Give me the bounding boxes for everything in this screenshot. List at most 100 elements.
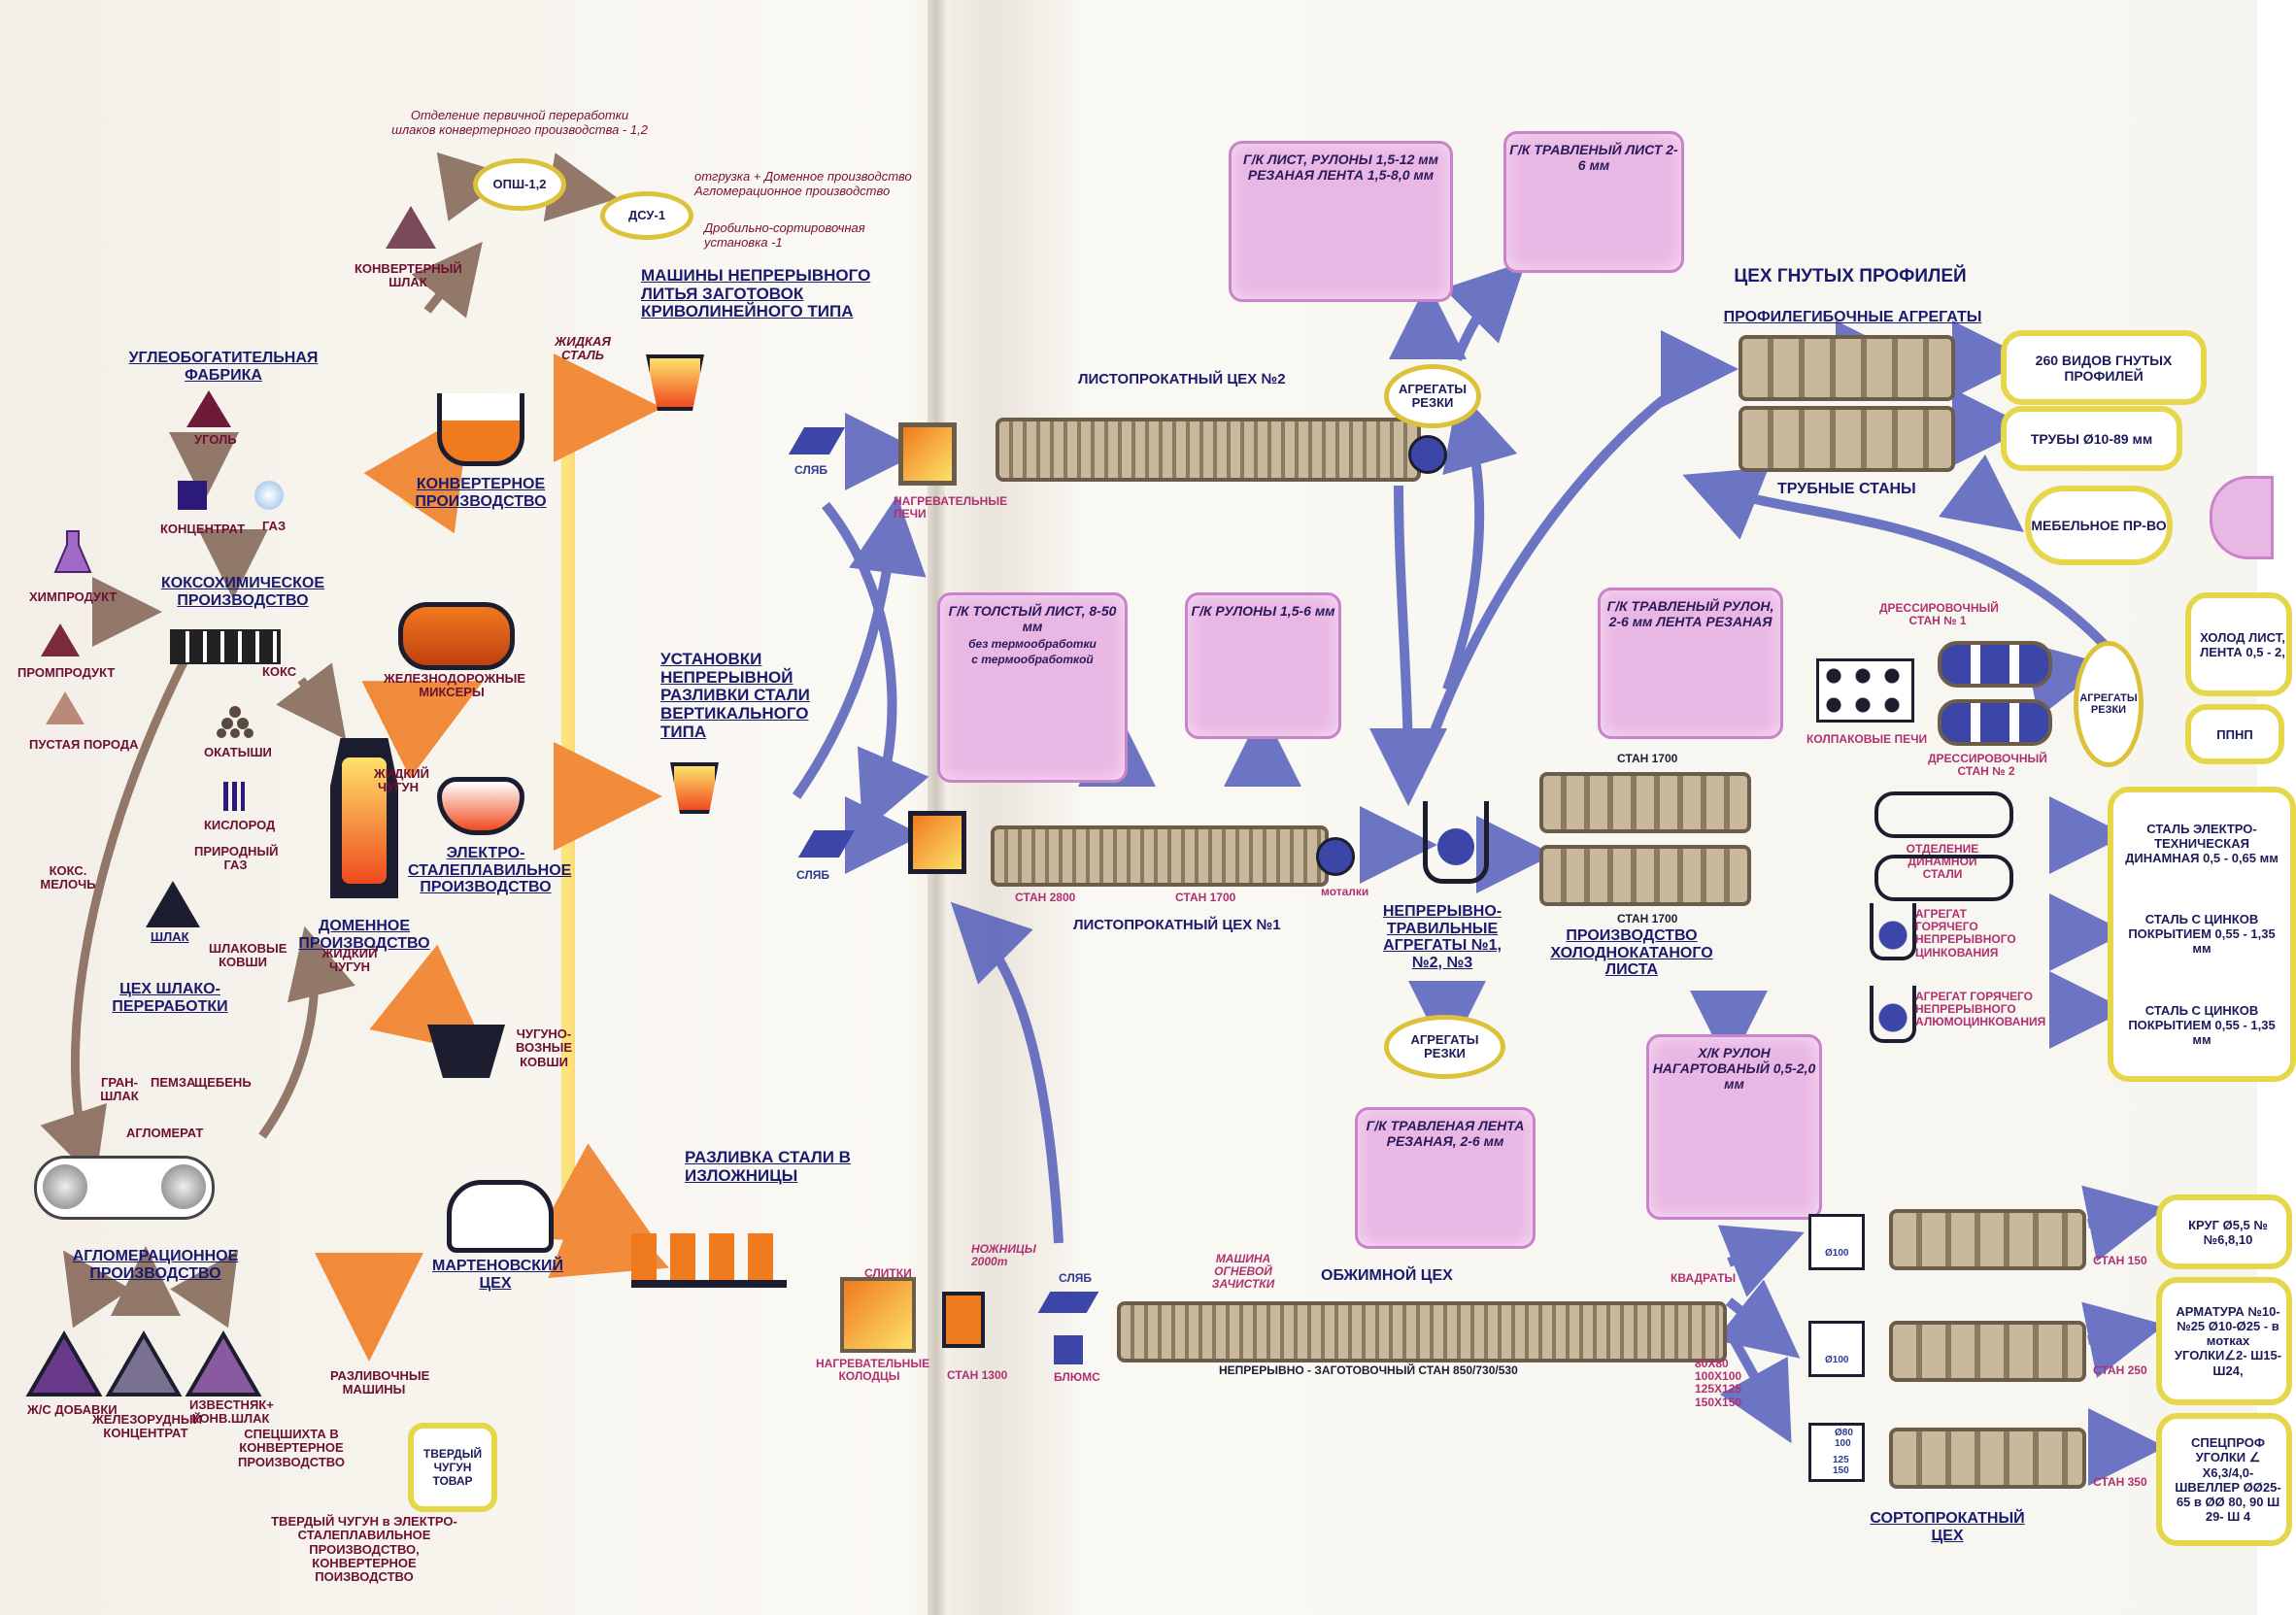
cold-mill-rolls-1 (1539, 772, 1751, 833)
mill1-rolls (991, 825, 1329, 887)
mixer-car-icon (398, 602, 515, 670)
gk-rulony-box: Г/К РУЛОНЫ 1,5-6 мм (1185, 592, 1341, 739)
zinc-tank-icon (1870, 903, 1916, 960)
stan150-label: СТАН 150 (2093, 1254, 2147, 1267)
agr-rezki3-oval: АГРЕГАТЫ РЕЗКИ (2074, 641, 2144, 767)
oxygen-icon (223, 782, 245, 811)
koncentrat-label: КОНЦЕНТРАТ (160, 522, 246, 536)
mebel-box: МЕБЕЛЬНОЕ ПР-ВО (2025, 486, 2173, 565)
tverdy-tovar-box: ТВЕРДЫЙ ЧУГУН ТОВАР (408, 1423, 497, 1512)
sortoprokat-label: СОРТОПРОКАТНЫЙ ЦЕХ (1870, 1510, 2025, 1544)
slyab2-label: СЛЯБ (1059, 1271, 1093, 1285)
aglomerat-label: АГЛОМЕРАТ (126, 1126, 204, 1140)
agr-cink-label: АГРЕГАТ ГОРЯЧЕГО НЕПРЕРЫВНОГО ЦИНКОВАНИЯ (1915, 907, 2016, 959)
dress1-icon (1938, 641, 2052, 688)
gk-travl-rulon-box: Г/К ТРАВЛЕНЫЙ РУЛОН, 2-6 мм ЛЕНТА РЕЗАНА… (1598, 588, 1783, 739)
gaz-label: ГАЗ (262, 519, 287, 533)
ppnp-box: ППНП (2185, 704, 2284, 764)
krug-box: КРУГ Ø5,5 №№6,8,10 (2156, 1194, 2292, 1269)
dress2-label: ДРЕССИРОВОЧНЫЙ СТАН № 2 (1928, 752, 2047, 779)
obzhimnoy-label: ОБЖИМНОЙ ЦЕХ (1321, 1267, 1453, 1284)
zhidky-chugun-label-2: ЖИДКИЙ ЧУГУН (321, 946, 378, 975)
stal-din-label: СТАЛЬ ЭЛЕКТРО- ТЕХНИЧЕСКАЯ ДИНАМНАЯ 0,5 … (2125, 822, 2279, 866)
ingot-molds-icon (631, 1233, 787, 1288)
liquid-steel-flows (315, 353, 669, 1362)
mill2-rolls (996, 418, 1421, 482)
mixery-label: ЖЕЛЕЗНОДОРОЖНЫЕ МИКСЕРЫ (384, 671, 526, 700)
koks-label: КОКС (262, 664, 297, 679)
agr-rezki-oval: АГРЕГАТЫ РЕЗКИ (1384, 364, 1481, 428)
scheben-label: ЩЕБЕНЬ (194, 1075, 252, 1090)
specprof-box: СПЕЦПРОФ УГОЛКИ ∠ X6,3/4,0- ШВЕЛЛЕР ØØ25… (2156, 1413, 2292, 1546)
zhidkaya-stal-label: ЖИДКАЯ СТАЛЬ (555, 334, 611, 363)
d125-label: 125 150 (1833, 1455, 1849, 1476)
stan1700a-label: СТАН 1700 (1175, 891, 1236, 904)
open-hearth-icon (447, 1180, 554, 1253)
coke-battery-icon (170, 629, 281, 664)
holodno-label: ПРОИЗВОДСТВО ХОЛОДНОКАТАНОГО ЛИСТА (1550, 927, 1713, 979)
stal-cink-label: СТАЛЬ С ЦИНКОВ ПОКРЫТИЕМ 0,55 - 1,35 мм (2128, 912, 2276, 957)
stal-products-box: СТАЛЬ ЭЛЕКТРО- ТЕХНИЧЕСКАЯ ДИНАМНАЯ 0,5 … (2108, 787, 2296, 1082)
profile-agr-label: ПРОФИЛЕГИБОЧНЫЕ АГРЕГАТЫ (1723, 309, 1982, 325)
marten-label: МАРТЕНОВСКИЙ ЦЕХ (432, 1258, 564, 1292)
izvestnyak-label: ИЗВЕСТНЯК+ КОНВ.ШЛАК (189, 1397, 274, 1427)
conv-slag-icon (386, 206, 436, 249)
truby-box: ТРУБЫ Ø10-89 мм (2001, 406, 2182, 471)
razlivka-label: РАЗЛИВКА СТАЛИ В ИЗЛОЖНИЦЫ (685, 1148, 851, 1185)
kvadraty-label: КВАДРАТЫ (1671, 1271, 1737, 1285)
ore-icon (105, 1330, 183, 1396)
neprer-travl-label: НЕПРЕРЫВНО- ТРАВИЛЬНЫЕ АГРЕГАТЫ №1, №2, … (1382, 903, 1503, 971)
neprer-zag-label: НЕПРЕРЫВНО - ЗАГОТОВОЧНЫЙ СТАН 850/730/5… (1219, 1363, 1518, 1377)
agr-alum-label: АГРЕГАТ ГОРЯЧЕГО НЕПРЕРЫВНОГО АЛЮМОЦИНКО… (1915, 990, 2046, 1029)
opsh-oval: ОПШ-1,2 (473, 158, 566, 211)
bar-icon-2: Ø100 (1808, 1321, 1865, 1377)
razmery-label: 80X80 100X100 125X125 150X150 (1695, 1357, 1742, 1409)
slitki-label: СЛИТКИ (864, 1266, 912, 1280)
shlak-kovshi-label: ШЛАКОВЫЕ КОВШИ (209, 941, 287, 970)
zs-icon (25, 1330, 103, 1396)
prirodny-label: ПРИРОДНЫЙ ГАЗ (194, 844, 279, 873)
raw-material-flows (40, 151, 619, 1329)
koks-title: КОКСОХИМИЧЕСКОЕ ПРОИЗВОДСТВО (160, 575, 325, 609)
razliv-mash-label: РАЗЛИВОЧНЫЕ МАШИНЫ (330, 1368, 430, 1397)
motalki-label: моталки (1321, 885, 1369, 898)
electric-furnace-icon (437, 777, 524, 835)
domennoe-label: ДОМЕННОЕ ПРОИЗВОДСТВО (298, 918, 430, 952)
bloom-icon (1054, 1335, 1083, 1364)
converter-icon (437, 393, 524, 466)
gk-tolsty-box: Г/К ТОЛСТЫЙ ЛИСТ, 8-50 мм без термообраб… (937, 592, 1128, 783)
mnlz2-label: УСТАНОВКИ НЕПРЕРЫВНОЙ РАЗЛИВКИ СТАЛИ ВЕР… (660, 650, 810, 741)
gk-travl-lenta-box: Г/К ТРАВЛЕНАЯ ЛЕНТА РЕЗАНАЯ, 2-6 мм (1355, 1107, 1536, 1249)
stan2800-label: СТАН 2800 (1015, 891, 1076, 904)
kolpak-label: КОЛПАКОВЫЕ ПЕЧИ (1806, 732, 1928, 746)
list2-label: ЛИСТОПРОКАТНЫЙ ЦЕХ №2 (1078, 371, 1286, 387)
bar-icon-3: Ø80 100 125 150 (1808, 1423, 1865, 1482)
himprodukt-label: ХИМПРОДУКТ (29, 589, 118, 604)
dsu-oval: ДСУ-1 (600, 191, 693, 240)
bell-furnace-icon (1816, 658, 1914, 723)
vidov-box: 260 ВИДОВ ГНУТЫХ ПРОФИЛЕЙ (2001, 330, 2207, 405)
promprodukt-label: ПРОМПРОДУКТ (17, 665, 116, 680)
bez-term-label: без термообработки (968, 637, 1097, 652)
mash-ogn-label: МАШИНА ОГНЕВОЙ ЗАЧИСТКИ (1211, 1252, 1275, 1292)
aglo-title: АГЛОМЕРАЦИОННОЕ ПРОИЗВОДСТВО (72, 1248, 239, 1282)
s-term-label: с термообработкой (971, 652, 1094, 666)
konv-shlak-label: КОНВЕРТЕРНЫЙ ШЛАК (355, 261, 462, 290)
trubnye-label: ТРУБНЫЕ СТАНЫ (1777, 481, 1916, 497)
stal-cink2-label: СТАЛЬ С ЦИНКОВ ПОКРЫТИЕМ 0,55 - 1,35 мм (2128, 1002, 2276, 1047)
stan350-rolls (1889, 1428, 2086, 1489)
coiler-icon (1408, 435, 1447, 474)
reheat-furnace-icon-2 (908, 811, 966, 874)
ugol-label: УГОЛЬ (194, 432, 237, 447)
mnlz1-label: МАШИНЫ НЕПРЕРЫВНОГО ЛИТЬЯ ЗАГОТОВОК КРИВ… (641, 266, 871, 321)
stan150-rolls (1889, 1209, 2086, 1270)
ceh-gnutyh-label: ЦЕХ ГНУТЫХ ПРОФИЛЕЙ (1734, 266, 1967, 286)
konverternoe-label: КОНВЕРТЕРНОЕ ПРОИЗВОДСТВО (415, 476, 547, 510)
otgruzka-note: отгрузка + Доменное производство Агломер… (694, 169, 912, 198)
elektro-label: ЭЛЕКТРО- СТАЛЕПЛАВИЛЬНОЕ ПРОИЗВОДСТВО (408, 845, 572, 896)
granshlak-label: ГРАН- ШЛАК (100, 1075, 139, 1104)
d80-label: Ø80 100 (1835, 1428, 1853, 1449)
koks-melochi-label: КОКС. МЕЛОЧЬ (40, 863, 96, 892)
limestone-icon (185, 1330, 262, 1396)
